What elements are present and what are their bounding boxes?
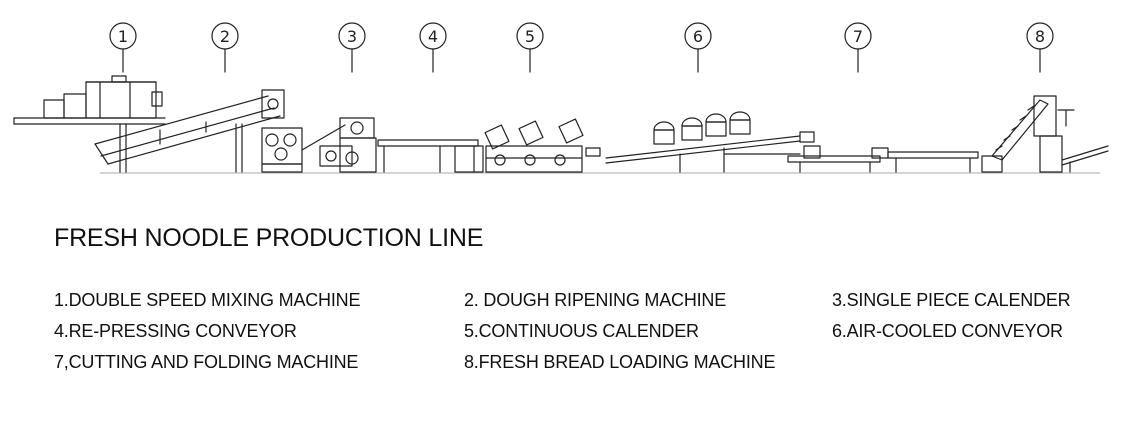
single-calender-drawing bbox=[261, 117, 377, 173]
legend-item-7: 7,CUTTING AND FOLDING MACHINE bbox=[54, 352, 359, 372]
callout-4: 4 bbox=[419, 22, 447, 73]
callout-4-label: 4 bbox=[428, 27, 438, 46]
callout-6-label: 6 bbox=[693, 27, 703, 46]
legend-item-1: 1.DOUBLE SPEED MIXING MACHINE bbox=[54, 290, 361, 310]
legend-item-4: 4.RE-PRESSING CONVEYOR bbox=[54, 321, 297, 341]
callout-5-label: 5 bbox=[525, 27, 535, 46]
cutting-folding-machine-drawing bbox=[787, 145, 979, 173]
callout-1-label: 1 bbox=[118, 27, 128, 46]
mixing-machine-drawing bbox=[13, 75, 166, 173]
callout-3-label: 3 bbox=[347, 27, 357, 46]
callout-6: 6 bbox=[684, 22, 712, 73]
loading-machine-drawing bbox=[981, 95, 1109, 173]
production-line-drawing: 1 2 3 4 5 6 7 8 bbox=[13, 22, 1109, 174]
continuous-calender-drawing bbox=[484, 118, 601, 173]
callout-7: 7 bbox=[844, 22, 872, 73]
re-pressing-conveyor-drawing bbox=[377, 139, 484, 173]
callout-8: 8 bbox=[1026, 22, 1054, 73]
diagram-title: FRESH NOODLE PRODUCTION LINE bbox=[54, 224, 484, 252]
callout-5: 5 bbox=[516, 22, 544, 73]
callout-1: 1 bbox=[109, 22, 137, 73]
callout-2-label: 2 bbox=[220, 27, 230, 46]
callout-8-label: 8 bbox=[1035, 27, 1045, 46]
ripening-conveyor-drawing bbox=[94, 89, 285, 173]
air-cooled-conveyor-drawing bbox=[605, 111, 815, 173]
callout-3: 3 bbox=[338, 22, 366, 73]
legend-item-3: 3.SINGLE PIECE CALENDER bbox=[832, 290, 1071, 310]
legend-item-8: 8.FRESH BREAD LOADING MACHINE bbox=[464, 352, 776, 372]
callout-7-label: 7 bbox=[853, 27, 863, 46]
legend-item-6: 6.AIR-COOLED CONVEYOR bbox=[832, 321, 1063, 341]
legend-item-2: 2. DOUGH RIPENING MACHINE bbox=[464, 290, 727, 310]
callout-2: 2 bbox=[211, 22, 239, 73]
legend-item-5: 5.CONTINUOUS CALENDER bbox=[464, 321, 699, 341]
